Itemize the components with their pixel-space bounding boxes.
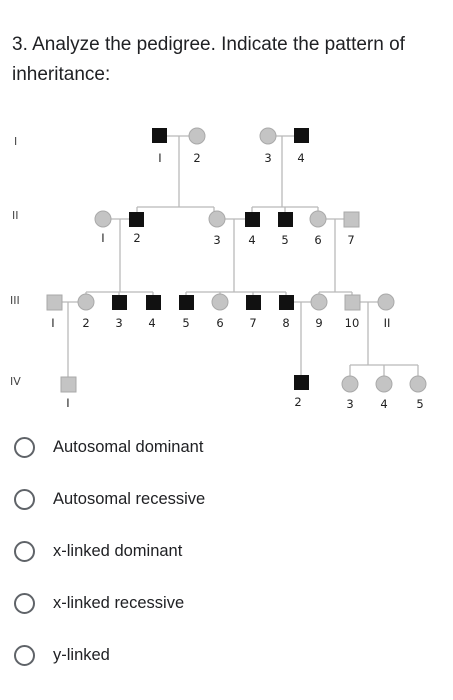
affected-male-III-3 (112, 295, 127, 310)
unaffected-female-I-3 (259, 127, 277, 145)
unaffected-male-IV-1 (60, 376, 77, 393)
option-label: Autosomal dominant (53, 437, 204, 456)
affected-male-I-4 (294, 128, 309, 143)
affected-male-III-7 (246, 295, 261, 310)
individual-number: II (384, 316, 391, 330)
unaffected-female-IV-4 (375, 375, 393, 393)
affected-male-II-5 (278, 212, 293, 227)
unaffected-female-I-2 (188, 127, 206, 145)
affected-male-II-4 (245, 212, 260, 227)
generation-label-1: I (14, 135, 17, 148)
individual-number: 6 (216, 316, 223, 330)
individual-number: 2 (133, 231, 140, 245)
individual-number: 3 (213, 233, 220, 247)
option-label: x-linked recessive (53, 593, 185, 612)
option-autosomal-dominant[interactable]: Autosomal dominant (14, 432, 203, 462)
affected-male-III-8 (279, 295, 294, 310)
individual-number: 7 (249, 316, 256, 330)
option-x-linked-dominant[interactable]: x-linked dominant (14, 536, 182, 566)
unaffected-female-III-6 (211, 293, 229, 311)
option-autosomal-recessive[interactable]: Autosomal recessive (14, 484, 205, 514)
individual-number: 3 (264, 151, 271, 165)
unaffected-male-III-1 (46, 294, 63, 311)
affected-male-III-5 (179, 295, 194, 310)
unaffected-male-III-10 (344, 294, 361, 311)
option-y-linked[interactable]: y-linked (14, 640, 110, 670)
generation-label-2: II (12, 209, 19, 222)
individual-number: 10 (345, 316, 360, 330)
unaffected-female-II-3 (208, 210, 226, 228)
individual-number: 3 (115, 316, 122, 330)
radio-button[interactable] (14, 592, 35, 614)
individual-number: 5 (182, 316, 189, 330)
option-label: Autosomal recessive (53, 489, 206, 508)
unaffected-female-III-11 (377, 293, 395, 311)
unaffected-female-III-2 (77, 293, 95, 311)
affected-male-III-4 (146, 295, 161, 310)
option-label: x-linked dominant (53, 541, 183, 560)
generation-label-3: III (10, 294, 20, 307)
generation-label-4: IV (10, 375, 21, 388)
individual-number: I (66, 396, 69, 410)
individual-number: 5 (281, 233, 288, 247)
radio-button[interactable] (14, 644, 35, 666)
individual-number: 8 (282, 316, 289, 330)
unaffected-female-II-6 (309, 210, 327, 228)
individual-number: I (158, 151, 161, 165)
individual-number: 4 (380, 397, 387, 411)
option-label: y-linked (53, 645, 110, 664)
unaffected-female-IV-3 (341, 375, 359, 393)
pedigree-chart: I II III IV (10, 127, 427, 411)
individual-number: 4 (297, 151, 304, 165)
individual-number: 2 (82, 316, 89, 330)
individual-number: 4 (148, 316, 155, 330)
individual-number: 7 (347, 233, 354, 247)
unaffected-female-IV-5 (409, 375, 427, 393)
radio-button[interactable] (14, 540, 35, 562)
affected-male-I-1 (152, 128, 167, 143)
unaffected-male-II-7 (343, 211, 360, 228)
individual-number: 3 (346, 397, 353, 411)
radio-button[interactable] (14, 436, 35, 458)
radio-button[interactable] (14, 488, 35, 510)
individual-number: 5 (416, 397, 423, 411)
unaffected-female-III-9 (310, 293, 328, 311)
question-text: 3. Analyze the pedigree. Indicate the pa… (12, 34, 405, 85)
individual-number: I (51, 316, 54, 330)
unaffected-female-II-1 (94, 210, 112, 228)
individual-number: I (101, 231, 104, 245)
individual-number: 6 (314, 233, 321, 247)
affected-male-IV-2 (294, 375, 309, 390)
individual-number: 9 (315, 316, 322, 330)
individual-number: 2 (193, 151, 200, 165)
individual-number: 4 (248, 233, 255, 247)
affected-male-II-2 (129, 212, 144, 227)
individual-number: 2 (294, 395, 301, 409)
option-x-linked-recessive[interactable]: x-linked recessive (14, 588, 184, 618)
